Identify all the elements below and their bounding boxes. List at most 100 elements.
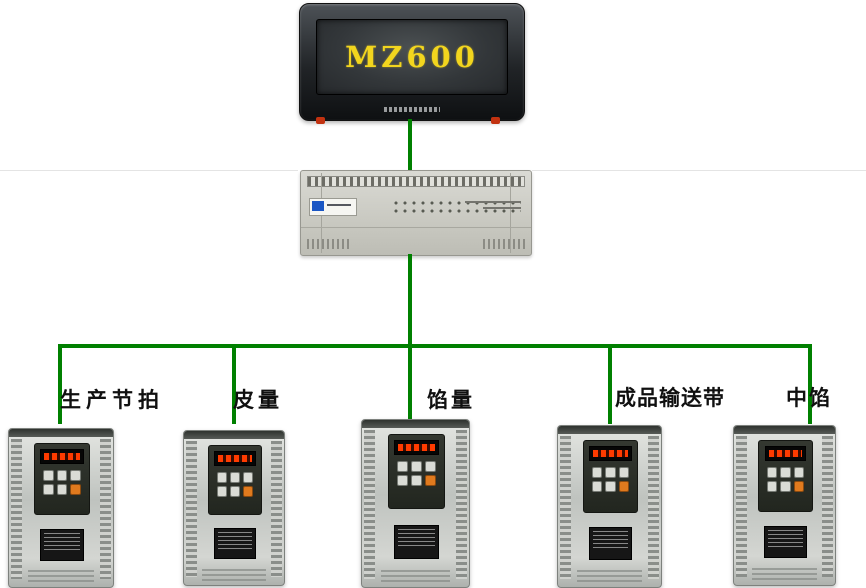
branch-line-2	[232, 348, 236, 424]
heatsink-fins	[822, 436, 833, 577]
heatsink-fins	[186, 441, 197, 577]
drive-keypad-panel	[387, 434, 446, 510]
keypad-button	[42, 470, 54, 481]
plc-print-label	[483, 207, 521, 209]
plc-terminal-strip	[307, 176, 525, 187]
keypad-button	[396, 461, 408, 472]
plc-indicator-leds	[393, 200, 521, 215]
plc-controller	[300, 170, 532, 256]
keypad-button	[217, 472, 227, 483]
scan-artifact-line	[532, 170, 866, 171]
hmi-panel: MZ600	[299, 3, 525, 124]
plc-logo	[309, 198, 357, 216]
branch-line-5	[808, 348, 812, 424]
hmi-screen: MZ600	[316, 19, 508, 95]
run-button	[70, 484, 82, 495]
hmi-brand-strip	[384, 107, 440, 112]
nameplate-sticker	[588, 527, 633, 560]
branch-line-4	[608, 348, 612, 424]
hmi-model-text: MZ600	[345, 40, 479, 74]
keypad-button	[70, 470, 82, 481]
nameplate-sticker	[764, 526, 807, 559]
hmi-connector-tab	[491, 117, 500, 124]
keypad-button	[410, 475, 423, 486]
drive-keypad-panel	[582, 440, 639, 513]
keypad-button	[591, 481, 603, 492]
inverter-drive	[361, 419, 470, 588]
vent-slots	[381, 569, 450, 583]
drive-label: 生产节拍	[60, 387, 164, 412]
keypad-button	[42, 484, 54, 495]
vent-slots	[27, 570, 95, 583]
run-button	[425, 475, 437, 486]
led-display	[214, 451, 256, 466]
keypad-buttons	[35, 468, 89, 495]
keypad-button	[767, 481, 778, 492]
drive-label: 馅量	[427, 387, 475, 412]
keypad-button	[605, 467, 616, 478]
keypad-button	[56, 470, 68, 481]
keypad-button	[230, 472, 240, 483]
plc-seam	[301, 227, 531, 228]
keypad-buttons	[584, 465, 638, 492]
inverter-drive	[8, 428, 114, 588]
scan-artifact-line	[0, 170, 298, 171]
led-display	[764, 446, 807, 461]
led-display	[589, 446, 632, 461]
heatsink-fins	[456, 430, 467, 579]
branch-line-1	[58, 348, 62, 424]
plc-bus-link-line	[408, 254, 412, 346]
nameplate-sticker	[214, 528, 256, 560]
run-button	[243, 486, 253, 497]
drive-keypad-panel	[758, 440, 813, 512]
keypad-button	[56, 484, 68, 495]
drive-keypad-panel	[208, 445, 262, 515]
inverter-drive	[557, 425, 662, 588]
keypad-button	[217, 486, 227, 497]
run-button	[793, 481, 804, 492]
keypad-button	[243, 472, 253, 483]
vent-slots	[752, 568, 817, 581]
keypad-button	[425, 461, 437, 472]
keypad-button	[230, 486, 240, 497]
heatsink-fins	[560, 436, 571, 579]
drive-keypad-panel	[33, 443, 91, 515]
heatsink-fins	[736, 436, 747, 577]
keypad-button	[780, 467, 791, 478]
branch-line-3	[408, 348, 412, 424]
heatsink-fins	[364, 430, 375, 579]
drive-label: 中馅	[786, 385, 832, 410]
nameplate-sticker	[40, 528, 84, 561]
nameplate-sticker	[394, 525, 439, 559]
heatsink-fins	[100, 439, 111, 579]
keypad-buttons	[759, 465, 812, 492]
keypad-button	[396, 475, 408, 486]
heatsink-fins	[648, 436, 659, 579]
keypad-button	[780, 481, 791, 492]
keypad-button	[410, 461, 423, 472]
vent-slots	[202, 568, 266, 581]
heatsink-fins	[271, 441, 282, 577]
keypad-button	[618, 467, 630, 478]
bus-line	[58, 344, 812, 348]
keypad-button	[605, 481, 616, 492]
hmi-plc-link-line	[408, 119, 412, 170]
keypad-button	[793, 467, 804, 478]
plc-terminal-strip	[483, 239, 525, 249]
vent-slots	[576, 570, 643, 583]
led-display	[394, 440, 439, 455]
keypad-button	[591, 467, 603, 478]
drive-label: 皮量	[233, 387, 283, 412]
keypad-buttons	[389, 459, 445, 486]
keypad-buttons	[209, 470, 261, 497]
run-button	[618, 481, 630, 492]
plc-print-label	[465, 201, 521, 203]
inverter-drive	[183, 430, 285, 586]
hmi-connector-tab	[316, 117, 325, 124]
keypad-button	[767, 467, 778, 478]
led-display	[40, 449, 84, 464]
plc-terminal-strip	[307, 239, 349, 249]
heatsink-fins	[11, 439, 22, 579]
inverter-drive	[733, 425, 836, 586]
